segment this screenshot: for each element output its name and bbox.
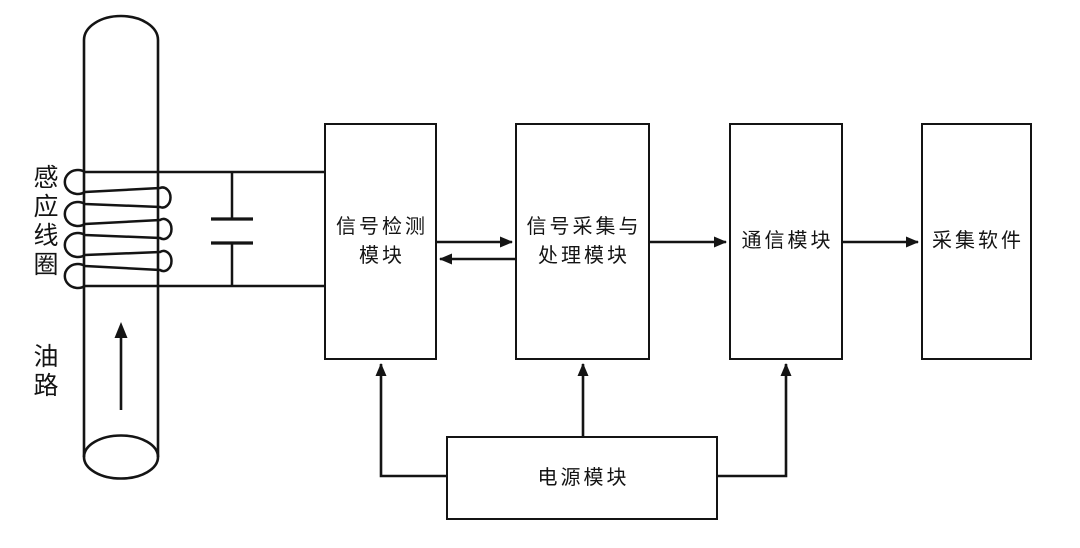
oil-path-label: 油路: [30, 343, 57, 401]
module-power: 电源模块: [446, 436, 718, 520]
capacitor: [211, 172, 253, 286]
arrow-power-to-communication: [718, 363, 792, 478]
pipe-bottom-ellipse: [82, 434, 160, 480]
module-label-line: 信号检测: [336, 215, 428, 238]
module-label-line: 通信模块: [741, 230, 834, 252]
module-label-line: 电源模块: [537, 466, 630, 489]
module-label-line: 采集软件: [932, 230, 1024, 252]
module-acquisition-software: 采集软件: [921, 123, 1032, 360]
module-label-line: 模块: [359, 244, 405, 267]
flow-direction-arrow-icon: [114, 322, 128, 410]
module-signal-processing: 信号采集与 处理模块: [515, 123, 650, 360]
induction-coil-label: 感应线圈: [30, 164, 57, 280]
module-signal-detection: 信号检测 模块: [324, 123, 437, 360]
module-label-line: 处理模块: [538, 244, 630, 267]
oil-pipe: [82, 14, 160, 480]
arrow-power-to-detection: [375, 363, 446, 478]
module-label-line: 信号采集与: [526, 215, 642, 238]
module-communication: 通信模块: [729, 123, 843, 360]
induction-coil: [63, 168, 325, 290]
pipe-top-dome: [82, 14, 160, 41]
